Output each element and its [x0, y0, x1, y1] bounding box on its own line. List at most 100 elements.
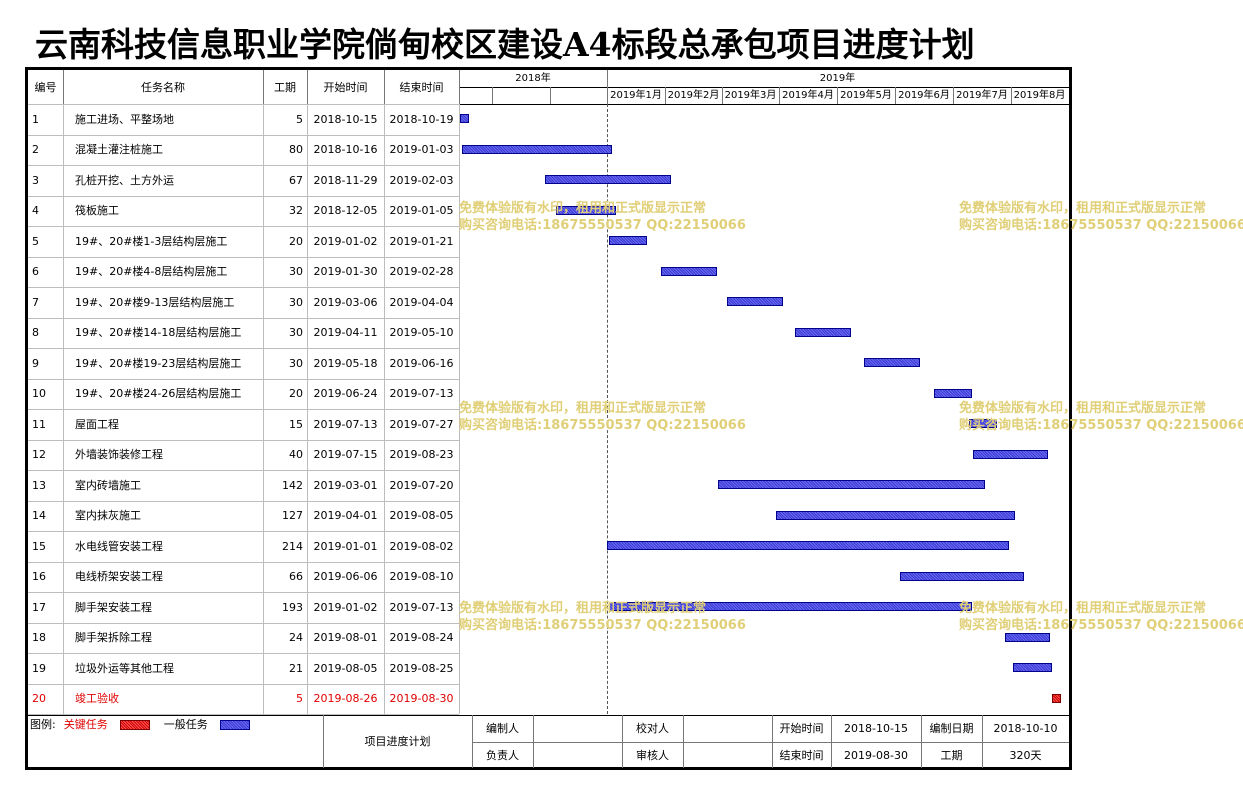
task-end: 2019-07-20: [389, 478, 454, 492]
task-name: 竣工验收: [75, 692, 119, 706]
task-end: 2019-08-02: [389, 539, 454, 553]
gantt-bar[interactable]: [969, 419, 997, 428]
task-start: 2019-04-01: [313, 509, 378, 523]
footer-end-value: 2019-08-30: [844, 748, 908, 762]
task-start: 2019-08-01: [313, 631, 378, 645]
gantt-bar[interactable]: [718, 480, 985, 489]
task-end: 2019-08-10: [389, 570, 454, 584]
month-label: 2019年5月: [840, 89, 892, 101]
review-label: 审核人: [636, 748, 669, 762]
gantt-bar[interactable]: [661, 267, 717, 276]
grid-line: [472, 715, 473, 768]
footer-duration-label: 工期: [940, 748, 963, 762]
month-label: 2019年7月: [956, 89, 1008, 101]
year-2019: 2019年: [819, 72, 856, 84]
task-start: 2019-01-02: [313, 234, 378, 248]
grid-line: [307, 70, 308, 104]
legend-label: 图例:: [30, 718, 56, 731]
grid-line: [921, 715, 922, 768]
grid-line: [472, 742, 1069, 743]
grid-line: [28, 104, 459, 105]
task-id: 18: [32, 631, 46, 645]
task-name: 混凝土灌注桩施工: [75, 143, 163, 157]
task-name: 19#、20#楼24-26层结构层施工: [75, 387, 242, 401]
gantt-bar[interactable]: [460, 114, 469, 123]
grid-line: [28, 714, 459, 715]
grid-line: [459, 87, 1069, 88]
task-start: 2019-03-01: [313, 478, 378, 492]
gantt-bar[interactable]: [900, 572, 1024, 581]
grid-line: [1011, 87, 1012, 104]
legend-critical-label: 关键任务: [63, 718, 108, 731]
task-start: 2019-04-11: [313, 326, 378, 340]
compiled-value: 2018-10-10: [993, 722, 1058, 735]
task-id: 6: [32, 265, 39, 279]
gantt-bar[interactable]: [556, 206, 616, 215]
task-start: 2019-06-06: [313, 570, 378, 584]
month-label: 2019年2月: [667, 89, 720, 101]
task-id: 8: [32, 326, 39, 340]
task-start: 2019-08-05: [313, 661, 378, 675]
gantt-bar[interactable]: [462, 145, 612, 154]
task-duration: 214: [282, 539, 303, 553]
task-id: 12: [32, 448, 46, 462]
header-duration: 工期: [274, 80, 296, 94]
year-divider-line: [607, 104, 608, 714]
task-duration: 5: [296, 112, 303, 126]
task-start: 2019-07-15: [313, 448, 378, 462]
gantt-bar[interactable]: [934, 389, 972, 398]
grid-line: [28, 592, 459, 593]
proofread-value: [683, 715, 772, 742]
month-label: 2019年6月: [898, 89, 950, 101]
year-2018: 2018年: [515, 72, 551, 84]
task-start: 2019-07-13: [313, 417, 378, 431]
gantt-bar[interactable]: [609, 236, 647, 245]
gantt-bar[interactable]: [864, 358, 920, 367]
task-end: 2019-01-03: [389, 143, 454, 157]
task-start: 2019-01-30: [313, 265, 378, 279]
legend-normal-swatch: [219, 720, 250, 730]
task-end: 2019-02-28: [389, 265, 454, 279]
task-duration: 30: [289, 356, 303, 370]
grid-line: [28, 440, 459, 441]
task-name: 施工进场、平整场地: [75, 112, 174, 126]
gantt-bar[interactable]: [607, 541, 1009, 550]
task-end: 2019-07-13: [389, 387, 454, 401]
task-end: 2019-07-27: [389, 417, 454, 431]
task-name: 19#、20#楼9-13层结构层施工: [75, 295, 235, 309]
gantt-bar[interactable]: [1052, 694, 1061, 703]
grid-line: [772, 715, 773, 768]
gantt-bar[interactable]: [727, 297, 783, 306]
gantt-bar[interactable]: [973, 450, 1048, 459]
owner-value: [533, 742, 622, 768]
grid-line: [28, 562, 459, 563]
gantt-bar[interactable]: [1013, 663, 1052, 672]
month-label: 2019年1月: [610, 89, 662, 101]
task-end: 2019-01-05: [389, 204, 454, 218]
gantt-bar[interactable]: [795, 328, 851, 337]
gantt-bar[interactable]: [776, 511, 1015, 520]
task-end: 2019-08-23: [389, 448, 454, 462]
task-id: 11: [32, 417, 46, 431]
task-duration: 20: [289, 234, 303, 248]
grid-line: [384, 70, 385, 104]
task-start: 2019-08-26: [313, 692, 378, 706]
task-start: 2018-10-15: [313, 112, 378, 126]
header-name: 任务名称: [141, 80, 185, 94]
task-end: 2019-06-16: [389, 356, 454, 370]
owner-label: 负责人: [486, 748, 519, 762]
task-name: 孔桩开挖、土方外运: [75, 173, 174, 187]
task-duration: 30: [289, 326, 303, 340]
task-end: 2019-02-03: [389, 173, 454, 187]
task-id: 13: [32, 478, 46, 492]
gantt-bar[interactable]: [1005, 633, 1050, 642]
task-duration: 67: [289, 173, 303, 187]
task-start: 2019-03-06: [313, 295, 378, 309]
gantt-bar[interactable]: [609, 602, 972, 611]
gantt-bar[interactable]: [545, 175, 671, 184]
task-id: 4: [32, 204, 39, 218]
grid-line: [323, 715, 324, 768]
task-id: 1: [32, 112, 39, 126]
grid-line: [28, 379, 459, 380]
page-title: 云南科技信息职业学院倘甸校区建设A4标段总承包项目进度计划: [35, 25, 975, 64]
